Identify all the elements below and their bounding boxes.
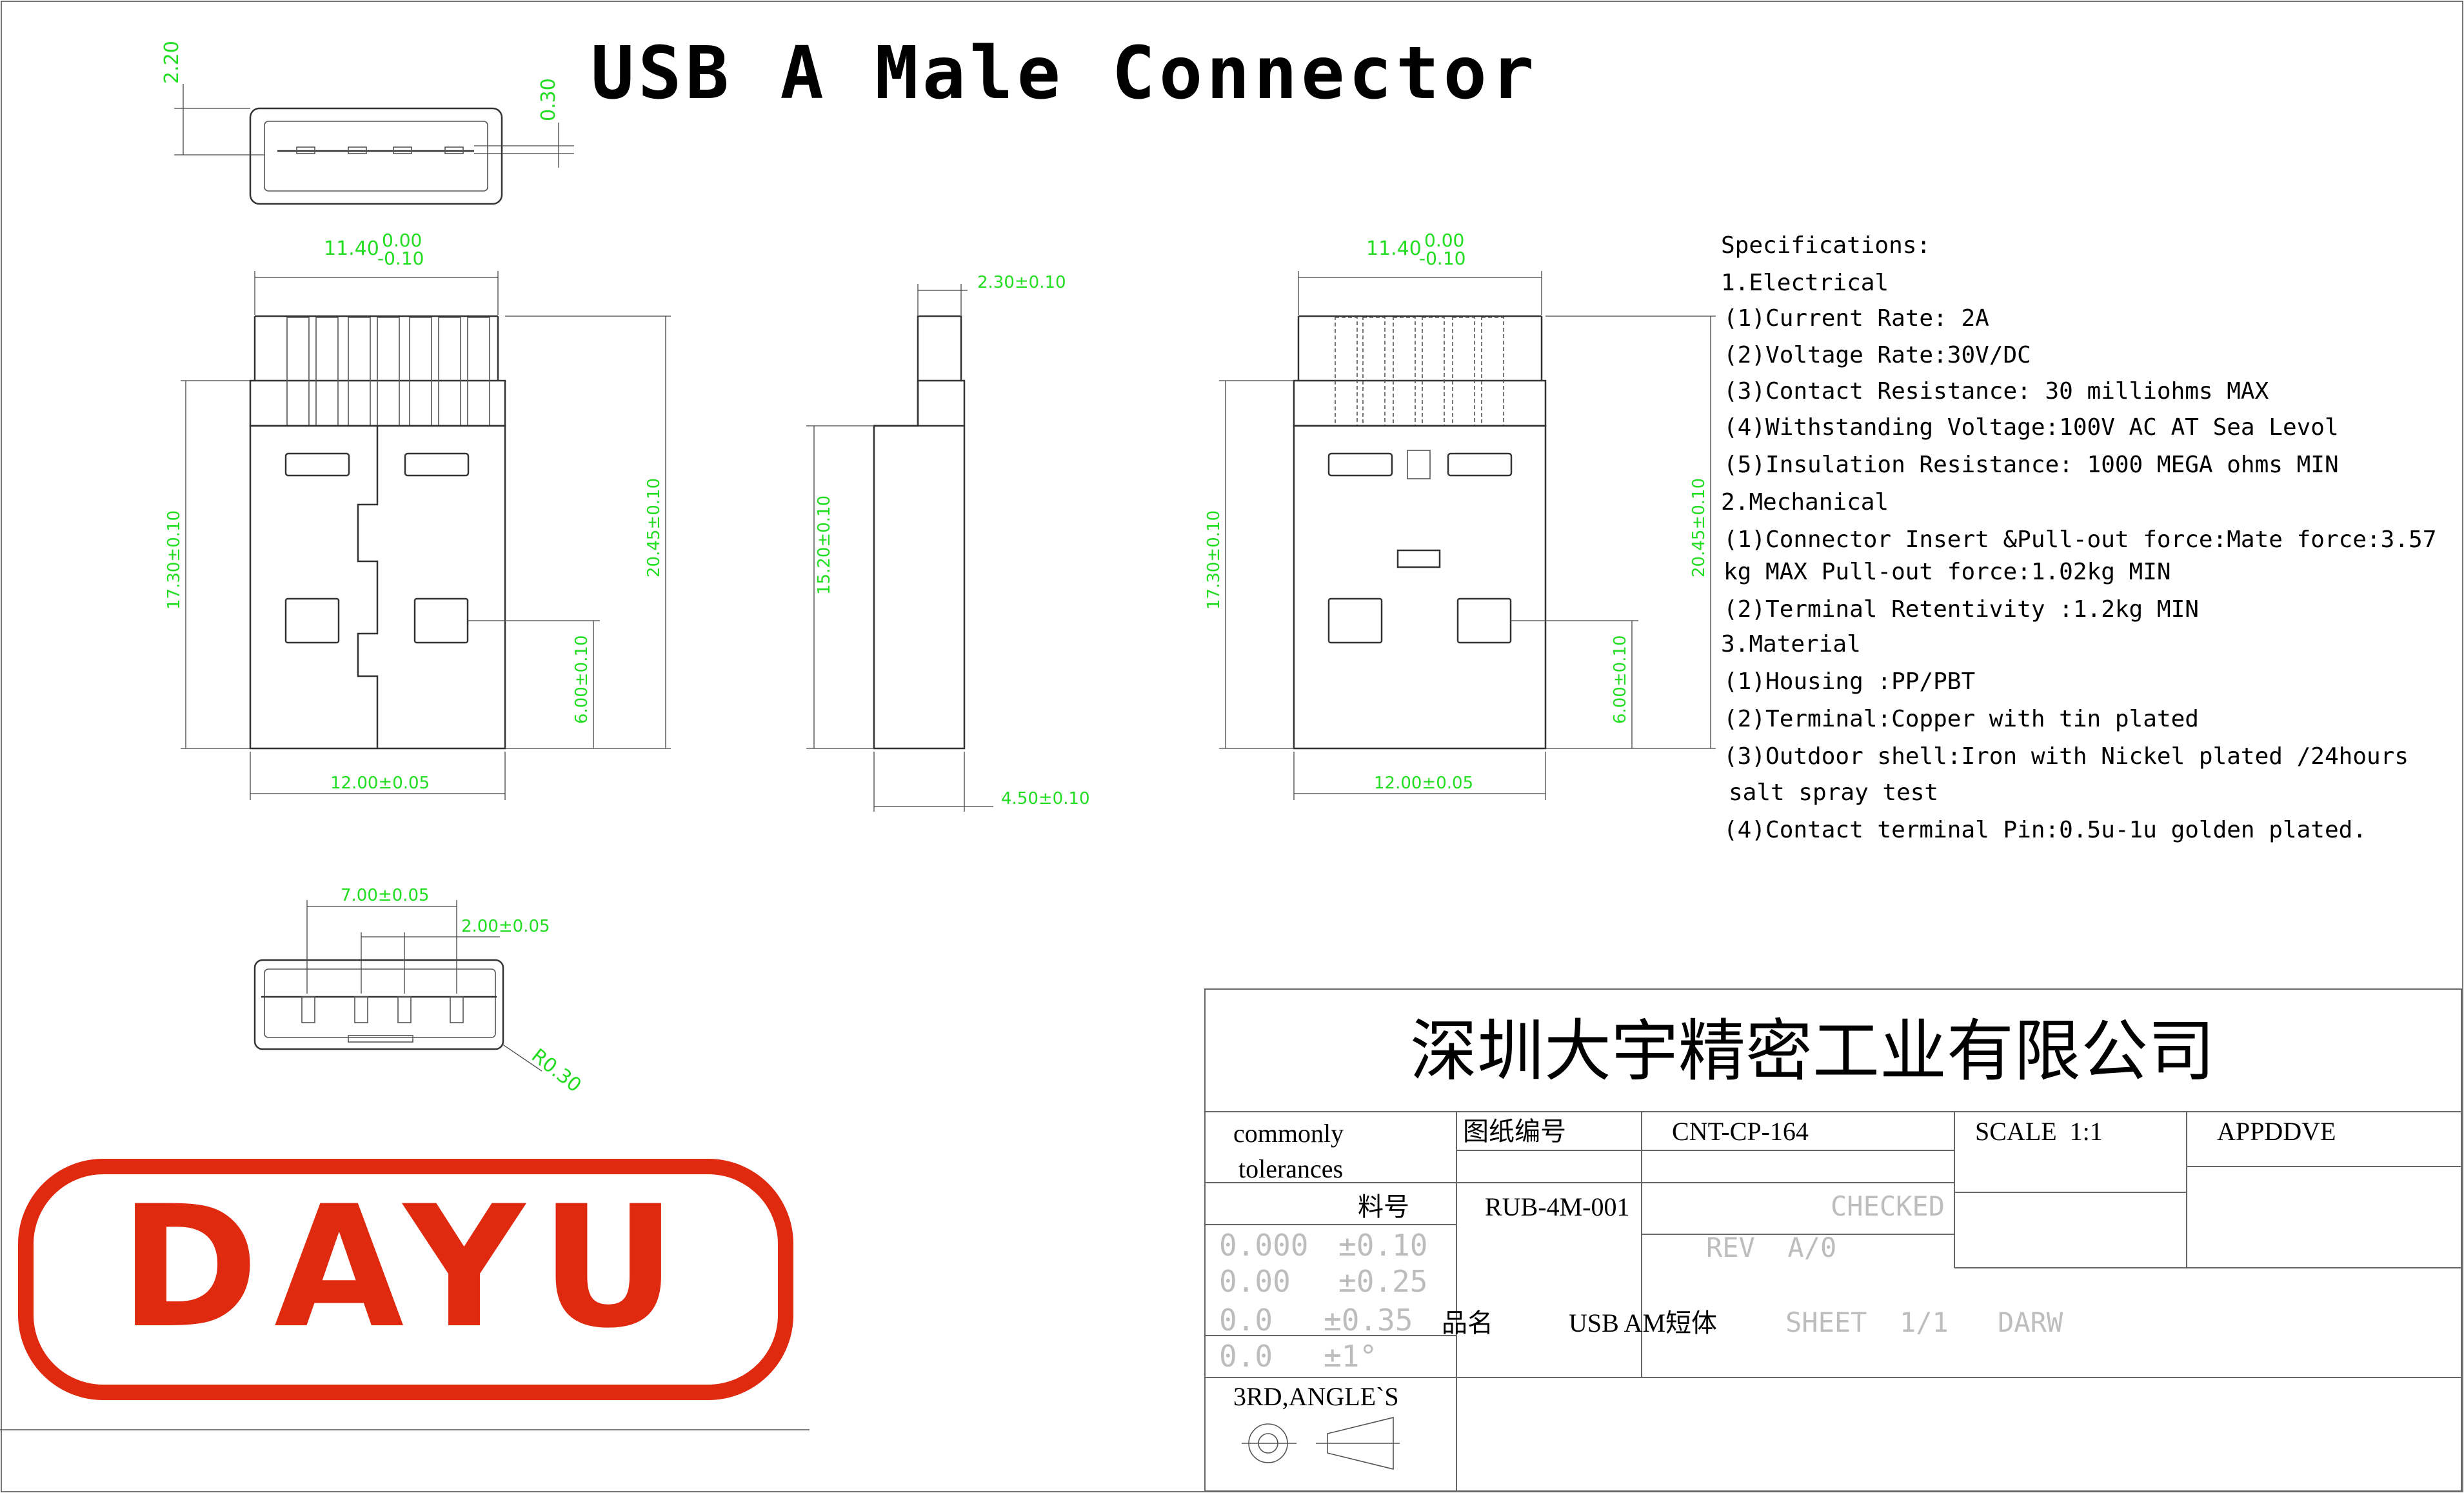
tolerance-value: ±0.25 [1338, 1264, 1427, 1299]
dim-tol-upper-left: 0.00 [382, 230, 422, 251]
spec-line: (1)Connector Insert &Pull-out force:Mate… [1724, 526, 2436, 553]
projection-symbol [1242, 1416, 1400, 1470]
tolerance-precision: 0.000 [1219, 1228, 1308, 1263]
sheet-label: SHEET 1/1 [1785, 1307, 1949, 1338]
spec-line: (4)Contact terminal Pin:0.5u-1u golden p… [1724, 817, 2367, 843]
product-name-label: 品名 [1442, 1308, 1493, 1338]
spec-line: (2)Terminal Retentivity :1.2kg MIN [1724, 596, 2199, 623]
company-name: 深圳大宇精密工业有限公司 [1410, 1012, 2215, 1090]
title-block [1204, 988, 2462, 1492]
product-name: USB AM短体 [1569, 1308, 1717, 1338]
scale: SCALE 1:1 [1975, 1117, 2103, 1146]
spec-line: (3)Contact Resistance: 30 milliohms MAX [1724, 378, 2269, 405]
side-view [806, 284, 993, 812]
page-title: USB A Male Connector [591, 32, 1538, 115]
dayu-logo: DAYU [18, 1159, 793, 1400]
spec-line: (3)Outdoor shell:Iron with Nickel plated… [1724, 743, 2409, 770]
spec-line: (4)Withstanding Voltage:100V AC AT Sea L… [1724, 414, 2339, 441]
bottom-front-view [253, 900, 542, 1072]
dim-tol-upper-right: 0.00 [1424, 230, 1464, 251]
dim-tol-lower-left: -0.10 [377, 248, 424, 269]
approved-label: APPDDVE [2217, 1117, 2336, 1146]
dim-15-20: 15.20±0.10 [815, 496, 834, 595]
tolerance-table: 0.000 ±0.10 0.00 ±0.25 0.0 ±0.35 0.0 ±1° [1219, 1228, 1427, 1374]
spec-line: 3.Material [1721, 631, 1861, 657]
dim-6-00-left: 6.00±0.10 [572, 635, 591, 724]
part-no: RUB-4M-001 [1485, 1192, 1629, 1221]
angle-label: 3RD,ANGLE`S [1233, 1382, 1399, 1411]
dim-0-30: 0.30 [537, 78, 560, 121]
dim-tol-lower-right: -0.10 [1419, 248, 1465, 269]
dim-r0-30: R0.30 [527, 1045, 586, 1097]
dim-4-50: 4.50±0.10 [1001, 789, 1090, 808]
tolerance-value: ±1° [1324, 1339, 1377, 1374]
spec-line: (1)Current Rate: 2A [1724, 305, 1989, 332]
dim-2-00: 2.00±0.05 [461, 917, 550, 936]
spec-heading: Specifications: [1721, 232, 1931, 259]
logo-text: DAYU [119, 1170, 692, 1365]
dim-17-30-right: 17.30±0.10 [1204, 510, 1224, 610]
rev-label: REV A/0 [1706, 1232, 1836, 1263]
tolerance-precision: 0.0 [1219, 1339, 1273, 1374]
spec-line: (2)Voltage Rate:30V/DC [1724, 342, 2031, 368]
spec-line: (5)Insulation Resistance: 1000 MEGA ohms… [1724, 452, 2339, 478]
tolerance-precision: 0.0 [1219, 1303, 1273, 1338]
top-view-right [1219, 271, 1716, 800]
dim-2-30: 2.30±0.10 [977, 273, 1066, 292]
spec-line: (2)Terminal:Copper with tin plated [1724, 706, 2199, 732]
specifications-block: Specifications: 1.Electrical (1)Current … [1721, 232, 2436, 843]
drawn-label: DARW [1998, 1307, 2063, 1338]
tolerance-value: ±0.35 [1324, 1303, 1413, 1338]
tolerances-label: tolerances [1238, 1154, 1343, 1183]
part-no-label: 料号 [1358, 1192, 1409, 1222]
front-opening-view [174, 84, 574, 205]
spec-line: salt spray test [1729, 779, 1938, 806]
dim-12-00-left: 12.00±0.05 [330, 774, 430, 793]
top-view-left [181, 271, 671, 800]
drawing-no: CNT-CP-164 [1672, 1117, 1809, 1146]
spec-line: 2.Mechanical [1721, 489, 1889, 516]
dim-20-45-left: 20.45±0.10 [644, 478, 664, 577]
dim-2-20: 2.20 [161, 41, 183, 84]
spec-line: (1)Housing :PP/PBT [1724, 668, 1975, 695]
commonly-label: commonly [1233, 1119, 1344, 1148]
spec-line: 1.Electrical [1721, 270, 1889, 296]
tolerance-value: ±0.10 [1338, 1228, 1427, 1263]
dim-6-00-right: 6.00±0.10 [1611, 635, 1630, 724]
dim-12-00-right: 12.00±0.05 [1374, 774, 1473, 793]
drawing-no-label: 图纸编号 [1463, 1117, 1566, 1147]
dim-7-00: 7.00±0.05 [341, 886, 430, 905]
spec-line: kg MAX Pull-out force:1.02kg MIN [1724, 559, 2171, 585]
dim-20-45-right: 20.45±0.10 [1689, 478, 1709, 577]
checked-label: CHECKED [1831, 1190, 1945, 1222]
dim-width-11-40-left: 11.40 [324, 237, 379, 260]
dim-17-30-left: 17.30±0.10 [164, 510, 184, 610]
dim-width-11-40-right: 11.40 [1366, 237, 1422, 260]
tolerance-precision: 0.00 [1219, 1264, 1291, 1299]
